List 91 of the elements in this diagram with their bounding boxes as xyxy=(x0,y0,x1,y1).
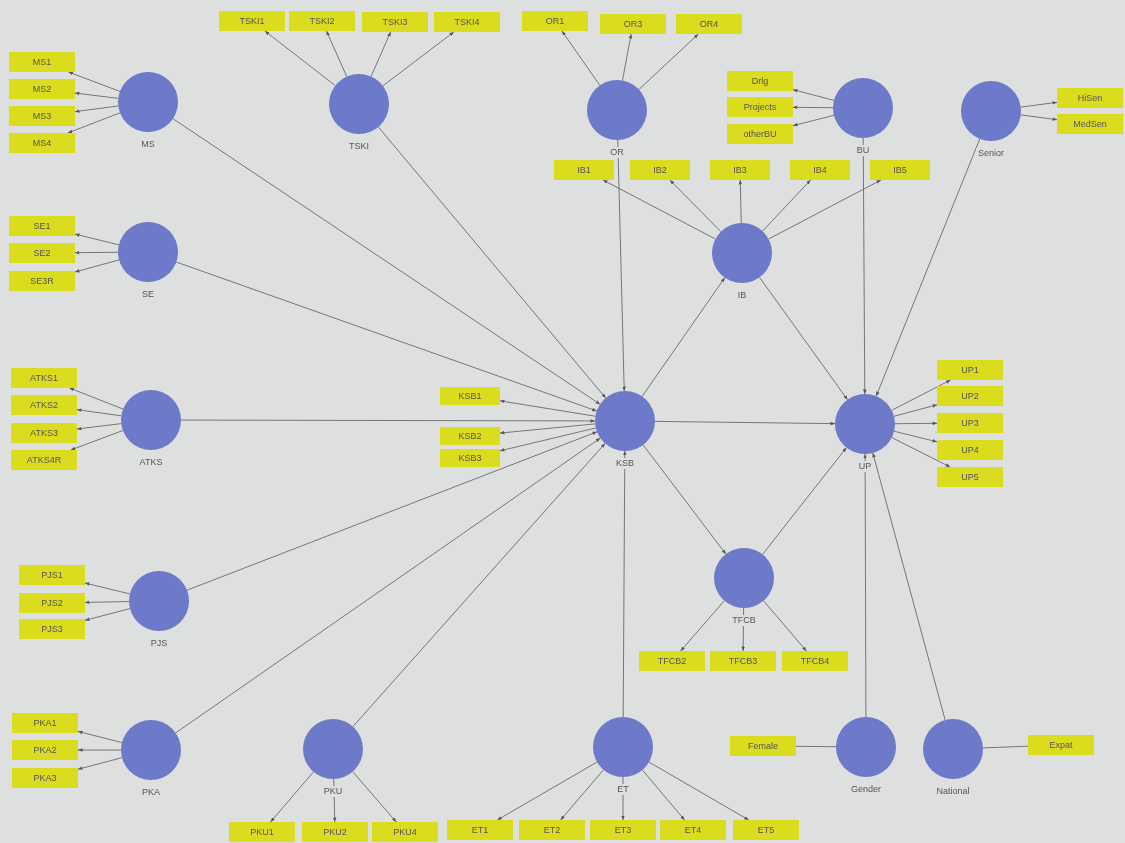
indicator-box: Drlg xyxy=(727,71,793,91)
construct-label: SE xyxy=(140,289,156,300)
indicator-box: IB1 xyxy=(554,160,614,180)
construct-circle xyxy=(118,222,178,282)
indicator-box: IB3 xyxy=(710,160,770,180)
indicator-box: ATKS1 xyxy=(11,368,77,388)
indicator-box: ATKS4R xyxy=(11,450,77,470)
indicator-box: TFCB3 xyxy=(710,651,776,671)
indicator-box: MS4 xyxy=(9,133,75,153)
construct-label: TSKI xyxy=(347,141,371,152)
construct-label: Gender xyxy=(849,784,883,795)
indicator-box: SE2 xyxy=(9,243,75,263)
indicator-box: UP4 xyxy=(937,440,1003,460)
indicator-box: SE1 xyxy=(9,216,75,236)
construct-label: MS xyxy=(139,139,157,150)
indicator-box: MS3 xyxy=(9,106,75,126)
indicator-box: ET4 xyxy=(660,820,726,840)
indicator-box: IB2 xyxy=(630,160,690,180)
construct-circle xyxy=(714,548,774,608)
construct-circle xyxy=(835,394,895,454)
indicator-box: PKA2 xyxy=(12,740,78,760)
construct-circle xyxy=(712,223,772,283)
indicator-box: ATKS2 xyxy=(11,395,77,415)
construct-circle xyxy=(118,72,178,132)
construct-circle xyxy=(593,717,653,777)
indicator-box: TFCB2 xyxy=(639,651,705,671)
connector-line xyxy=(982,745,1029,749)
indicator-box: HiSen xyxy=(1057,88,1123,108)
construct-label: OR xyxy=(608,147,626,158)
construct-circle xyxy=(121,390,181,450)
indicator-box: ET3 xyxy=(590,820,656,840)
indicator-box: UP3 xyxy=(937,413,1003,433)
indicator-box: OR3 xyxy=(600,14,666,34)
indicator-box: ET5 xyxy=(733,820,799,840)
construct-label: TFCB xyxy=(730,615,758,626)
construct-circle xyxy=(836,717,896,777)
indicator-box: PKU1 xyxy=(229,822,295,842)
indicator-box: IB4 xyxy=(790,160,850,180)
indicator-box: ATKS3 xyxy=(11,423,77,443)
indicator-box: MS1 xyxy=(9,52,75,72)
indicator-box: TSKI2 xyxy=(289,11,355,31)
construct-circle xyxy=(587,80,647,140)
construct-label: UP xyxy=(856,461,874,472)
construct-label: PKA xyxy=(140,787,162,798)
indicator-box: OR4 xyxy=(676,14,742,34)
construct-circle xyxy=(595,391,655,451)
indicator-box: IB5 xyxy=(870,160,930,180)
indicator-box: ET2 xyxy=(519,820,585,840)
construct-circle xyxy=(329,74,389,134)
indicator-box: Expat xyxy=(1028,735,1094,755)
indicator-box: PKA1 xyxy=(12,713,78,733)
construct-circle xyxy=(303,719,363,779)
indicator-box: SE3R xyxy=(9,271,75,291)
indicator-box: UP2 xyxy=(937,386,1003,406)
indicator-box: KSB3 xyxy=(440,449,500,467)
indicator-box: TSKI3 xyxy=(362,12,428,32)
construct-circle xyxy=(923,719,983,779)
indicator-box: PJS2 xyxy=(19,593,85,613)
indicator-box: MedSen xyxy=(1057,114,1123,134)
construct-label: National xyxy=(934,786,972,797)
indicator-box: Projects xyxy=(727,97,793,117)
connector-line xyxy=(795,745,837,748)
indicator-box: UP5 xyxy=(937,467,1003,487)
indicator-box: KSB1 xyxy=(440,387,500,405)
indicator-box: PKU2 xyxy=(302,822,368,842)
indicator-box: ET1 xyxy=(447,820,513,840)
indicator-box: Female xyxy=(730,736,796,756)
indicator-box: KSB2 xyxy=(440,427,500,445)
indicator-box: TSKI1 xyxy=(219,11,285,31)
construct-circle xyxy=(961,81,1021,141)
indicator-box: PJS1 xyxy=(19,565,85,585)
indicator-box: UP1 xyxy=(937,360,1003,380)
indicator-box: TFCB4 xyxy=(782,651,848,671)
construct-circle xyxy=(129,571,189,631)
construct-circle xyxy=(121,720,181,780)
construct-label: ATKS xyxy=(137,457,165,468)
construct-circle xyxy=(833,78,893,138)
construct-label: PJS xyxy=(148,638,170,649)
indicator-box: PKA3 xyxy=(12,768,78,788)
construct-label: BU xyxy=(854,145,872,156)
indicator-box: PKU4 xyxy=(372,822,438,842)
construct-label: PKU xyxy=(321,786,345,797)
construct-label: Senior xyxy=(976,148,1006,159)
construct-label: ET xyxy=(615,784,631,795)
construct-label: IB xyxy=(735,290,749,301)
indicator-box: PJS3 xyxy=(19,619,85,639)
indicator-box: TSKI4 xyxy=(434,12,500,32)
indicator-box: otherBU xyxy=(727,124,793,144)
indicator-box: OR1 xyxy=(522,11,588,31)
indicator-box: MS2 xyxy=(9,79,75,99)
construct-label: KSB xyxy=(614,458,636,469)
